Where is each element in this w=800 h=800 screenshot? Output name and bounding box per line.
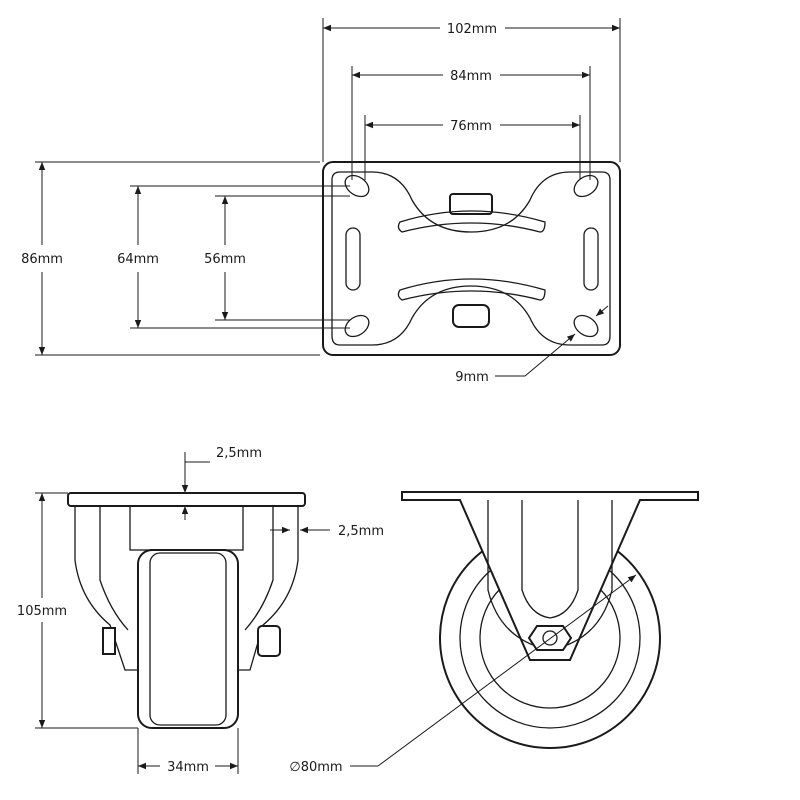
dim-hole-diameter: 9mm — [455, 370, 489, 385]
bracket-inner — [99, 506, 274, 631]
bracket-outline — [331, 171, 611, 346]
mounting-hole — [573, 314, 599, 338]
side-wheel-hub — [149, 552, 227, 726]
dim-wheel-diameter: ∅80mm — [289, 760, 342, 775]
axle-nut-bottom — [452, 304, 490, 328]
side-plate — [67, 492, 306, 507]
dim-bracket-thickness: 2,5mm — [338, 524, 384, 539]
top-view-mounting-plate — [322, 161, 621, 356]
dim-total-height: 105mm — [17, 604, 67, 619]
mounting-hole — [344, 314, 370, 338]
bracket-legs — [74, 506, 299, 671]
front-axle-nut — [527, 625, 573, 651]
vertical-slot-right — [583, 227, 599, 291]
mounting-hole — [573, 174, 599, 198]
mounting-hole — [344, 174, 370, 198]
dim-plate-thickness: 2,5mm — [216, 446, 262, 461]
front-view — [401, 491, 699, 749]
mounting-plate-outline — [322, 161, 621, 356]
side-wheel — [137, 549, 239, 729]
dim-width-overall: 102mm — [447, 22, 497, 37]
front-axle — [542, 630, 558, 646]
dim-height-overall: 86mm — [21, 252, 63, 267]
side-view — [67, 492, 306, 729]
vertical-slot-left — [345, 227, 361, 291]
dim-wheel-width: 34mm — [167, 760, 209, 775]
front-bracket — [401, 491, 699, 661]
curved-slot-upper — [397, 210, 546, 233]
axle-nut-top — [449, 193, 493, 215]
axle-bolt-head — [102, 627, 116, 655]
curved-slot-lower — [397, 278, 546, 301]
dim-slot-spacing-x: 76mm — [450, 119, 492, 134]
axle-nut — [257, 625, 281, 657]
side-view-dimensions: 2,5mm 2,5mm 105mm 34mm — [17, 446, 384, 775]
dim-hole-spacing-x: 84mm — [450, 69, 492, 84]
bracket-web — [129, 505, 244, 551]
top-view-dimensions: 102mm 84mm 76mm 86mm 64mm 56mm 9mm — [21, 18, 621, 385]
dim-slot-spacing-y: 56mm — [204, 252, 246, 267]
front-view-dimensions: ∅80mm — [289, 574, 637, 775]
dim-hole-spacing-y: 64mm — [117, 252, 159, 267]
